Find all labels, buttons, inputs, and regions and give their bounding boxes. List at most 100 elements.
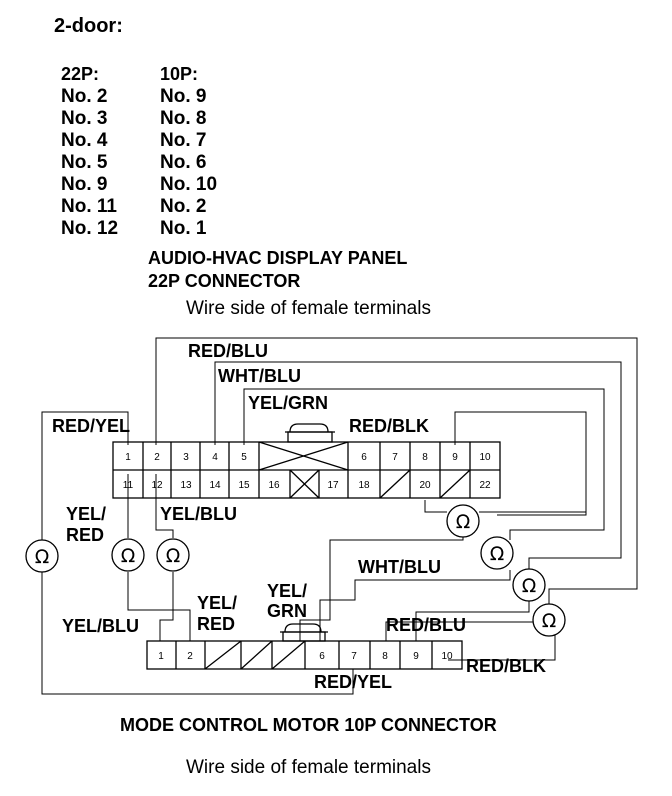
ohm-symbol: Ω — [456, 511, 471, 533]
label-yel-blu-bottom: YEL/BLU — [62, 616, 139, 636]
ohmmeter-icon — [111, 538, 145, 572]
pin-number: 10 — [441, 651, 453, 662]
pair-22p: No. 4 — [61, 130, 108, 151]
ohm-symbol: Ω — [35, 546, 50, 568]
pin-number: 9 — [452, 452, 458, 463]
pin-number: 16 — [268, 480, 280, 491]
wire-wht-blu-lower — [415, 600, 530, 641]
wire-wht-blu — [214, 361, 622, 570]
ohmmeter-icon — [25, 539, 59, 573]
pin-number: 14 — [209, 480, 221, 491]
ohmmeter-wht-blu: Ω — [512, 568, 546, 602]
pin-number: 1 — [158, 651, 164, 662]
ohmmeter-yel-blu: Ω — [156, 538, 190, 572]
pin-number: 13 — [180, 480, 192, 491]
ohm-symbol: Ω — [121, 545, 136, 567]
ohmmeter-icon — [532, 603, 566, 637]
pin-number: 8 — [422, 452, 428, 463]
pin-number: 5 — [241, 452, 247, 463]
bottom-connector-latch — [284, 623, 322, 633]
pair-10p: No. 1 — [160, 218, 207, 239]
wire-red-blu — [155, 337, 638, 641]
label-red-yel-bottom: RED/YEL — [314, 672, 392, 692]
pin-number: 22 — [479, 480, 491, 491]
top-connector-latch — [289, 423, 329, 433]
pin-number: 17 — [327, 480, 339, 491]
pin-number: 4 — [212, 452, 218, 463]
pin-number: 12 — [151, 480, 163, 491]
label-red-yel-top: RED/YEL — [52, 416, 130, 436]
pair-10p: No. 6 — [160, 152, 206, 173]
pin-number: 6 — [361, 452, 367, 463]
label-yel-grn-bottom-2: GRN — [267, 601, 307, 621]
label-red-blu-bottom: RED/BLU — [386, 615, 466, 635]
label-yel-red-bottom-2: RED — [197, 614, 235, 634]
wire-red-yel — [41, 411, 129, 540]
ohmmeters: Ω Ω Ω Ω Ω Ω Ω — [25, 504, 566, 637]
label-red-blk-top: RED/BLK — [349, 416, 429, 436]
wire-yel-grn-lower — [319, 570, 511, 641]
pair-22p: No. 5 — [61, 152, 108, 173]
label-yel-red-bottom: YEL/ — [197, 593, 237, 613]
pin-number: 2 — [154, 452, 160, 463]
ohmmeter-red-yel: Ω — [25, 539, 59, 573]
ohm-symbol: Ω — [522, 575, 537, 597]
ohmmeter-upper-right: Ω — [446, 504, 480, 538]
wire-meter1-a — [424, 500, 447, 513]
top-connector-subtitle: Wire side of female terminals — [186, 298, 431, 319]
pin-number: 1 — [125, 452, 131, 463]
label-red-blk-bottom: RED/BLK — [466, 656, 546, 676]
ohmmeter-red-blu: Ω — [532, 603, 566, 637]
pin-number: 11 — [123, 480, 134, 491]
pin-number: 9 — [413, 651, 419, 662]
ohm-symbol: Ω — [542, 610, 557, 632]
label-yel-red-left: YEL/ — [66, 504, 106, 524]
pair-22p: No. 11 — [61, 196, 117, 217]
pin-number: 10 — [479, 452, 491, 463]
top-connector-title-line2: 22P CONNECTOR — [148, 271, 300, 291]
col-22p-header: 22P: — [61, 64, 99, 84]
top-connector-title: AUDIO-HVAC DISPLAY PANEL — [148, 248, 407, 268]
pair-22p: No. 9 — [61, 174, 107, 195]
pin-table: 2-door: 22P: 10P: No. 2 No. 9 No. 3 No. … — [54, 15, 217, 239]
pair-10p: No. 8 — [160, 108, 206, 129]
ohm-symbol: Ω — [166, 545, 181, 567]
bottom-connector-title: MODE CONTROL MOTOR 10P CONNECTOR — [120, 715, 497, 735]
wire-yel-grn — [243, 388, 605, 540]
label-wht-blu-top: WHT/BLU — [218, 366, 301, 386]
wire-yel-blu — [155, 474, 174, 538]
label-wht-blu-bottom: WHT/BLU — [358, 557, 441, 577]
label-red-blu-top: RED/BLU — [188, 341, 268, 361]
pin-number: 7 — [351, 651, 357, 662]
pair-10p: No. 7 — [160, 130, 206, 151]
pair-10p: No. 9 — [160, 86, 206, 107]
label-yel-red-left-2: RED — [66, 525, 104, 545]
col-10p-header: 10P: — [160, 64, 198, 84]
wire-red-blk-lower — [448, 625, 556, 661]
pin-number: 2 — [187, 651, 193, 662]
pair-22p: No. 3 — [61, 108, 107, 129]
pin-number: 7 — [392, 452, 398, 463]
pair-22p: No. 2 — [61, 86, 107, 107]
label-yel-blu-mid: YEL/BLU — [160, 504, 237, 524]
wires — [41, 337, 638, 695]
ohmmeter-yel-red: Ω — [111, 538, 145, 572]
page-title: 2-door: — [54, 15, 123, 37]
pair-10p: No. 2 — [160, 196, 206, 217]
ohmmeter-icon — [512, 568, 546, 602]
label-yel-grn-bottom: YEL/ — [267, 581, 307, 601]
wire-labels: RED/BLU WHT/BLU YEL/GRN RED/YEL RED/BLK … — [52, 341, 546, 692]
pin-number: 20 — [419, 480, 431, 491]
pin-number: 3 — [183, 452, 189, 463]
ohm-symbol: Ω — [490, 543, 505, 565]
wire-red-blk — [454, 411, 587, 516]
wire-yel-blu-lower — [159, 572, 174, 641]
pin-number: 18 — [358, 480, 370, 491]
ohmmeter-icon — [446, 504, 480, 538]
pair-10p: No. 10 — [160, 174, 217, 195]
label-yel-grn-top: YEL/GRN — [248, 393, 328, 413]
ohmmeter-yel-grn: Ω — [480, 536, 514, 570]
pair-22p: No. 12 — [61, 218, 118, 239]
pin-number: 6 — [319, 651, 325, 662]
